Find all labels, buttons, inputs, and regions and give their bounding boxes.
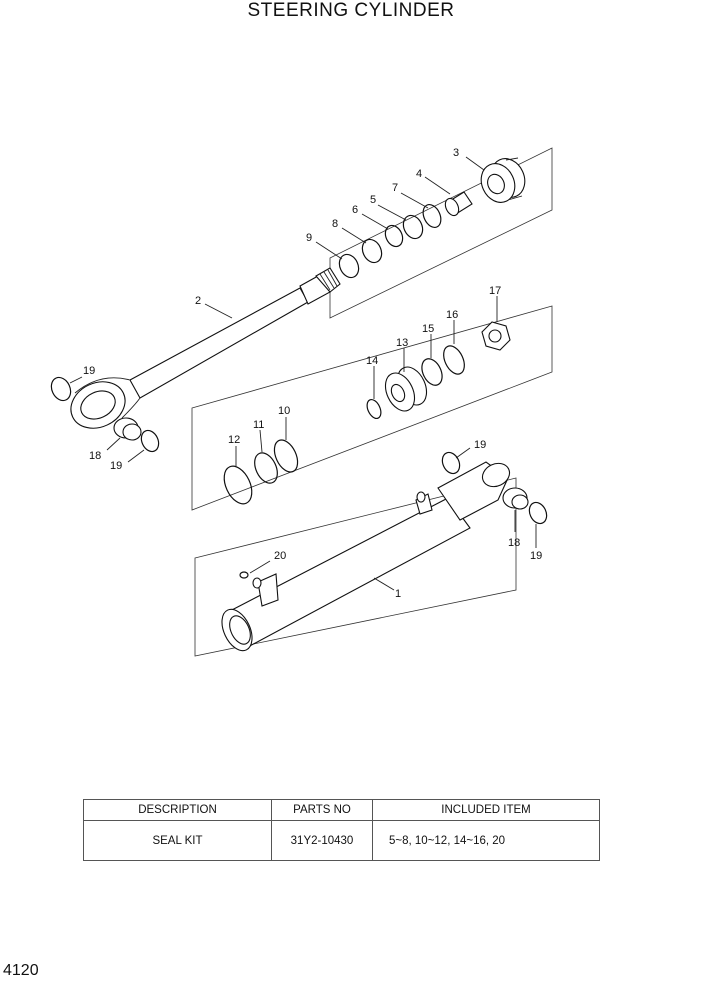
- o-ring-12: [223, 465, 253, 505]
- callout-19-right-bottom: 19: [530, 550, 542, 562]
- seal-ring-6: [384, 224, 404, 248]
- callout-8: 8: [332, 218, 338, 230]
- rod-cover-gland: [480, 157, 526, 203]
- o-ring-14: [366, 398, 382, 420]
- callout-7: 7: [392, 182, 398, 194]
- piston: [384, 366, 428, 412]
- piston-rod: [70, 267, 341, 441]
- seal-ring-7: [422, 204, 442, 228]
- snap-ring-9: [338, 253, 360, 279]
- callout-15: 15: [422, 323, 434, 335]
- callout-5: 5: [370, 194, 376, 206]
- callout-19-left-top: 19: [83, 365, 95, 377]
- callout-1: 1: [395, 588, 401, 600]
- callout-9: 9: [306, 232, 312, 244]
- callout-3: 3: [453, 147, 459, 159]
- washer-19-right-top: [441, 451, 461, 475]
- bushing: [444, 191, 473, 217]
- header-parts-no: PARTS NO: [271, 799, 373, 821]
- callout-10: 10: [278, 405, 290, 417]
- table-row: SEAL KIT 31Y2-10430 5~8, 10~12, 14~16, 2…: [83, 820, 600, 861]
- table-header-row: DESCRIPTION PARTS NO INCLUDED ITEM: [83, 799, 600, 821]
- seal-kit-table: DESCRIPTION PARTS NO INCLUDED ITEM SEAL …: [83, 799, 600, 861]
- callout-17: 17: [489, 285, 501, 297]
- header-description: DESCRIPTION: [83, 799, 272, 821]
- seal-ring-10: [273, 439, 299, 473]
- callout-18-left: 18: [89, 450, 101, 462]
- washer-19-left-top: [50, 376, 72, 402]
- gland-group-box: [329, 147, 553, 319]
- page-number: 4120: [3, 962, 39, 979]
- cell-parts-no: 31Y2-10430: [271, 820, 373, 861]
- tube-group-box: [194, 477, 517, 657]
- o-ring-20: [239, 571, 249, 579]
- callout-18-right: 18: [508, 537, 520, 549]
- seal-ring-5: [402, 214, 424, 240]
- seal-ring-8: [361, 238, 383, 264]
- piston-group-box: [191, 305, 553, 511]
- washer-19-right-bottom: [528, 501, 548, 525]
- callout-16: 16: [446, 309, 458, 321]
- callout-2: 2: [195, 295, 201, 307]
- seal-ring-16: [443, 345, 465, 375]
- lock-nut: [481, 321, 511, 351]
- callout-20: 20: [274, 550, 286, 562]
- cell-included-item: 5~8, 10~12, 14~16, 20: [372, 820, 600, 861]
- washer-19-left-bottom: [140, 429, 160, 453]
- callout-19-left-bottom: 19: [110, 460, 122, 472]
- seal-ring-11: [254, 452, 278, 484]
- cell-description: SEAL KIT: [83, 820, 272, 861]
- seal-ring-15: [421, 358, 443, 386]
- callout-6: 6: [352, 204, 358, 216]
- callout-14: 14: [366, 355, 378, 367]
- callout-12: 12: [228, 434, 240, 446]
- header-included-item: INCLUDED ITEM: [372, 799, 600, 821]
- callout-11: 11: [253, 419, 264, 431]
- page-title: STEERING CYLINDER: [247, 0, 455, 21]
- cylinder-tube: [221, 461, 529, 652]
- callout-19-right-top: 19: [474, 439, 486, 451]
- callout-4: 4: [416, 168, 422, 180]
- callout-13: 13: [396, 337, 408, 349]
